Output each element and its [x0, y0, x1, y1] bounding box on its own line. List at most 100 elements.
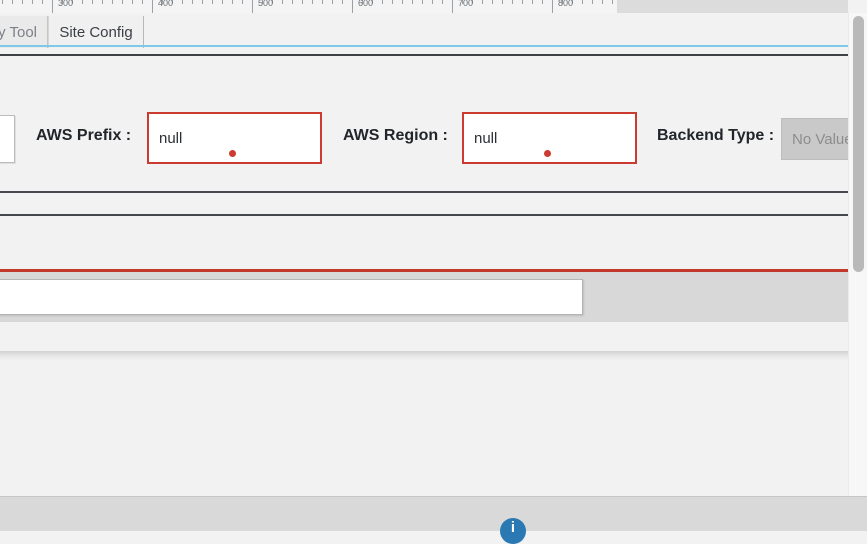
- ruler-minor-tick: [272, 0, 273, 4]
- tab-site-config-label: Site Config: [59, 23, 133, 41]
- ruler-minor-tick: [532, 0, 533, 4]
- ruler-minor-tick: [492, 0, 493, 4]
- tab-bar: y Tool Site Config: [0, 13, 848, 48]
- divider-rule-upper: [0, 191, 848, 193]
- ruler-major-tick: [152, 0, 153, 13]
- divider-rule-lower: [0, 214, 848, 216]
- right-gutter: [848, 0, 867, 13]
- ruler-minor-tick: [482, 0, 483, 4]
- ruler-minor-tick: [612, 0, 613, 4]
- ruler-minor-tick: [192, 0, 193, 4]
- ruler-minor-tick: [302, 0, 303, 4]
- aws-prefix-value: null: [159, 129, 183, 147]
- ruler-minor-tick: [2, 0, 3, 4]
- ruler-major-tick: [52, 0, 53, 13]
- ruler-minor-tick: [462, 0, 463, 4]
- red-separator-rule: [0, 269, 848, 272]
- ruler-minor-tick: [22, 0, 23, 4]
- ruler-minor-tick: [322, 0, 323, 4]
- aws-prefix-input[interactable]: null: [147, 112, 322, 164]
- tab-site-config[interactable]: Site Config: [48, 16, 144, 48]
- ruler-minor-tick: [402, 0, 403, 4]
- ruler-minor-tick: [512, 0, 513, 4]
- footer-bar: [0, 496, 867, 531]
- ruler-minor-tick: [392, 0, 393, 4]
- ruler-minor-tick: [62, 0, 63, 4]
- ruler-minor-tick: [432, 0, 433, 4]
- aws-prefix-error-dot-icon: [229, 150, 236, 157]
- top-divider-rule: [0, 54, 848, 56]
- ruler-minor-tick: [182, 0, 183, 4]
- ruler-minor-tick: [592, 0, 593, 4]
- ruler-label: 300: [58, 0, 74, 8]
- ruler-minor-tick: [72, 0, 73, 4]
- ruler-minor-tick: [502, 0, 503, 4]
- ruler-minor-tick: [422, 0, 423, 4]
- ruler-minor-tick: [212, 0, 213, 4]
- ruler-minor-tick: [332, 0, 333, 4]
- ruler-minor-tick: [242, 0, 243, 4]
- ruler-minor-tick: [522, 0, 523, 4]
- ruler-minor-tick: [442, 0, 443, 4]
- ruler-label: 600: [358, 0, 374, 8]
- ruler-minor-tick: [232, 0, 233, 4]
- ruler-minor-tick: [142, 0, 143, 4]
- tab-survey-tool[interactable]: y Tool: [0, 16, 48, 48]
- ruler-minor-tick: [602, 0, 603, 4]
- ruler-minor-tick: [582, 0, 583, 4]
- content-shadow-strip: [0, 351, 848, 361]
- ruler-minor-tick: [372, 0, 373, 4]
- panel-text-input[interactable]: [0, 279, 583, 315]
- aws-region-value: null: [474, 129, 498, 147]
- ruler-major-tick: [452, 0, 453, 13]
- band-above-red-rule: [0, 216, 848, 269]
- ruler-minor-tick: [102, 0, 103, 4]
- tab-bar-filler: [145, 16, 848, 48]
- ruler-minor-tick: [292, 0, 293, 4]
- band-between-rules: [0, 193, 848, 214]
- ruler-minor-tick: [92, 0, 93, 4]
- lower-band-a: [0, 322, 848, 352]
- ruler-minor-tick: [342, 0, 343, 4]
- ruler-major-tick: [552, 0, 553, 13]
- ruler-minor-tick: [82, 0, 83, 4]
- ruler-minor-tick: [42, 0, 43, 4]
- aws-region-input[interactable]: null: [462, 112, 637, 164]
- tab-survey-tool-label: y Tool: [0, 23, 37, 41]
- info-badge-icon[interactable]: i: [500, 518, 526, 544]
- ruler-minor-tick: [282, 0, 283, 4]
- ruler-minor-tick: [112, 0, 113, 4]
- ruler-major-tick: [352, 0, 353, 13]
- ruler-label: 400: [158, 0, 174, 8]
- ruler-minor-tick: [162, 0, 163, 4]
- form-area: AWS Prefix : null AWS Region : null Back…: [0, 56, 866, 192]
- ruler-minor-tick: [222, 0, 223, 4]
- ruler-minor-tick: [562, 0, 563, 4]
- ruler-inactive-track: [617, 0, 848, 13]
- ruler-minor-tick: [472, 0, 473, 4]
- ruler-major-tick: [252, 0, 253, 13]
- ruler-minor-tick: [412, 0, 413, 4]
- ruler-minor-tick: [172, 0, 173, 4]
- ruler-minor-tick: [132, 0, 133, 4]
- ruler-label: 700: [458, 0, 474, 8]
- left-truncated-input[interactable]: [0, 115, 15, 163]
- vertical-scrollbar-track[interactable]: [848, 13, 867, 496]
- ruler-minor-tick: [572, 0, 573, 4]
- ruler-minor-tick: [542, 0, 543, 4]
- ruler-minor-tick: [32, 0, 33, 4]
- aws-prefix-label: AWS Prefix :: [36, 127, 132, 144]
- aws-region-error-dot-icon: [544, 150, 551, 157]
- ruler-minor-tick: [12, 0, 13, 4]
- backend-type-label: Backend Type :: [657, 127, 775, 144]
- ruler-minor-tick: [362, 0, 363, 4]
- aws-region-label: AWS Region :: [343, 127, 448, 144]
- backend-type-value: No Value: [792, 130, 853, 148]
- ruler-minor-tick: [262, 0, 263, 4]
- vertical-scrollbar-thumb[interactable]: [853, 16, 864, 272]
- lower-band-b: [0, 361, 848, 496]
- ruler-minor-tick: [122, 0, 123, 4]
- info-badge-label: i: [510, 519, 516, 536]
- tab-bar-underline: [0, 45, 848, 47]
